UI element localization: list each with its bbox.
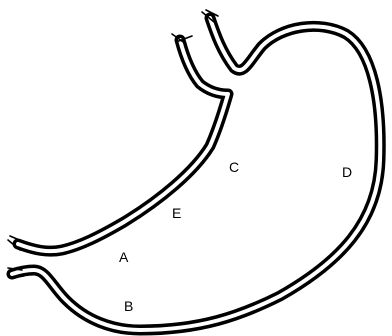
greater-curvature-wall	[12, 18, 380, 330]
label-c: C	[229, 159, 239, 175]
label-b: B	[124, 298, 133, 314]
label-e: E	[172, 205, 181, 221]
label-a: A	[119, 249, 129, 265]
label-d: D	[342, 164, 352, 180]
lesser-curvature-wall	[18, 40, 228, 251]
